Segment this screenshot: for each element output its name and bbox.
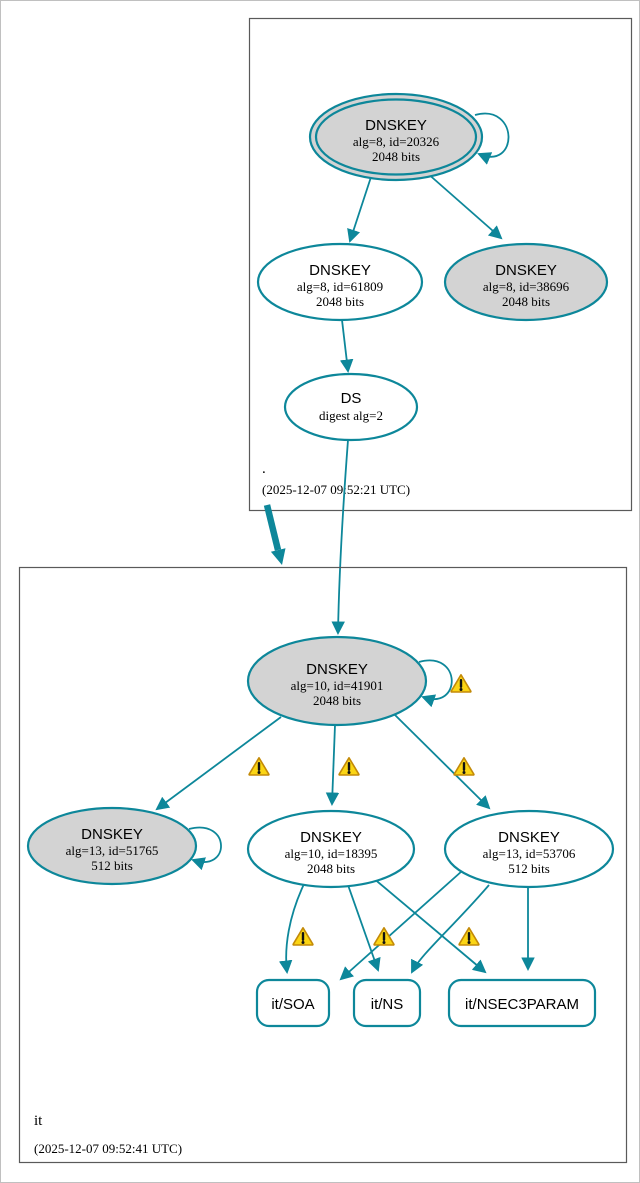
node-dnskey-61809[interactable]: DNSKEY alg=8, id=61809 2048 bits <box>256 242 424 322</box>
node-title: DNSKEY <box>498 829 560 846</box>
node-title: DNSKEY <box>81 826 143 843</box>
edge-18395-to-nsec3param <box>371 876 487 974</box>
node-title: DS <box>341 390 362 407</box>
warning-icon <box>450 673 472 693</box>
rrset-label: it/SOA <box>271 996 314 1013</box>
edge-41901-to-53706 <box>394 714 491 810</box>
node-bits: 512 bits <box>91 858 133 873</box>
node-title: DNSKEY <box>309 262 371 279</box>
zone-it-boundary <box>18 566 628 1164</box>
node-detail: alg=10, id=18395 <box>285 846 378 861</box>
node-title: DNSKEY <box>306 661 368 678</box>
zone-root: DNSKEY alg=8, id=20326 2048 bits DNSKEY … <box>248 17 633 512</box>
warning-icon <box>338 756 360 776</box>
node-rrset-nsec3param[interactable]: it/NSEC3PARAM <box>447 978 597 1028</box>
node-bits: 2048 bits <box>372 149 420 164</box>
zone-root-timestamp: (2025-12-07 09:52:21 UTC) <box>262 482 410 497</box>
node-ds[interactable]: DS digest alg=2 <box>283 372 419 442</box>
node-rrset-soa[interactable]: it/SOA <box>255 978 331 1028</box>
edge-selfsign-41901 <box>418 659 453 708</box>
node-bits: 2048 bits <box>313 693 361 708</box>
node-detail: alg=13, id=53706 <box>483 846 576 861</box>
edge-61809-to-ds <box>339 319 354 374</box>
warning-icon <box>292 926 314 946</box>
warning-icon <box>458 926 480 946</box>
node-bits: 2048 bits <box>502 294 550 309</box>
edge-18395-to-soa <box>278 883 305 975</box>
node-detail: alg=8, id=38696 <box>483 279 570 294</box>
edge-selfsign-20326 <box>474 112 510 165</box>
edge-20326-to-38696 <box>425 171 503 240</box>
node-dnskey-41901[interactable]: DNSKEY alg=10, id=41901 2048 bits <box>246 635 428 727</box>
node-dnskey-20326[interactable]: DNSKEY alg=8, id=20326 2048 bits <box>308 92 484 182</box>
rrset-label: it/NS <box>371 996 404 1013</box>
zone-it: DNSKEY alg=10, id=41901 2048 bits DNSKEY… <box>18 566 628 1164</box>
node-title: DNSKEY <box>495 262 557 279</box>
zone-root-boundary <box>248 17 633 512</box>
node-bits: 2048 bits <box>307 861 355 876</box>
edge-41901-to-51765 <box>155 716 282 811</box>
edge-ds-to-dnskey-41901 <box>331 439 349 636</box>
edge-53706-to-soa <box>339 870 463 981</box>
node-bits: 512 bits <box>508 861 550 876</box>
edge-53706-to-ns <box>411 884 490 974</box>
node-title: DNSKEY <box>365 117 427 134</box>
edge-selfsign-51765 <box>188 826 222 871</box>
node-dnskey-38696[interactable]: DNSKEY alg=8, id=38696 2048 bits <box>443 242 609 322</box>
warning-icon <box>373 926 395 946</box>
zone-it-label: it <box>34 1113 43 1129</box>
node-rrset-ns[interactable]: it/NS <box>352 978 422 1028</box>
node-detail: alg=8, id=61809 <box>297 279 383 294</box>
edge-18395-to-ns <box>347 884 381 972</box>
edge-41901-to-18395 <box>325 724 340 807</box>
edge-20326-to-61809 <box>347 176 372 243</box>
rrset-label: it/NSEC3PARAM <box>465 996 579 1013</box>
node-dnskey-18395[interactable]: DNSKEY alg=10, id=18395 2048 bits <box>246 809 416 889</box>
zone-root-label: . <box>262 461 266 477</box>
warning-icon <box>453 756 475 776</box>
node-title: DNSKEY <box>300 829 362 846</box>
edge-delegation-root-to-it <box>263 504 286 565</box>
node-detail: alg=8, id=20326 <box>353 134 440 149</box>
node-detail: digest alg=2 <box>319 408 383 423</box>
node-bits: 2048 bits <box>316 294 364 309</box>
node-detail: alg=10, id=41901 <box>291 678 384 693</box>
node-detail: alg=13, id=51765 <box>66 843 159 858</box>
node-dnskey-51765[interactable]: DNSKEY alg=13, id=51765 512 bits <box>26 806 198 886</box>
warning-icon <box>248 756 270 776</box>
zone-it-timestamp: (2025-12-07 09:52:41 UTC) <box>34 1141 182 1156</box>
node-dnskey-53706[interactable]: DNSKEY alg=13, id=53706 512 bits <box>443 809 615 889</box>
